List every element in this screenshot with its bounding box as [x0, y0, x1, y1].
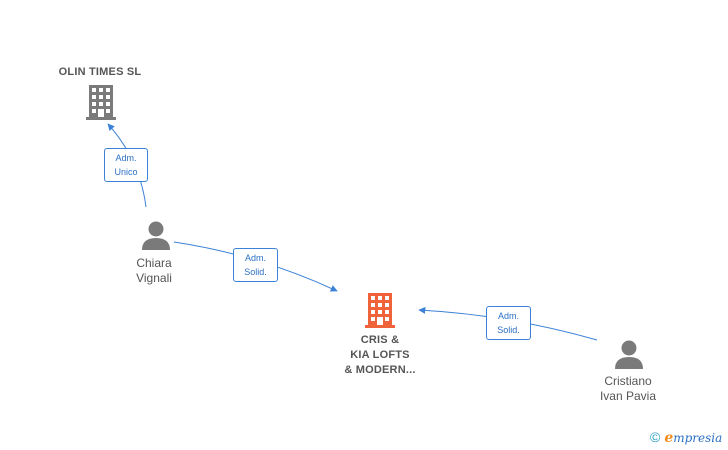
role-label: Adm.	[497, 311, 519, 321]
person-name-line2: Vignali	[136, 271, 172, 285]
role-detail: Solid.	[497, 325, 520, 335]
person-icon[interactable]	[613, 339, 645, 369]
person-name-line2: Ivan Pavia	[599, 389, 657, 403]
person-label-chiara[interactable]: Chiara Vignali	[104, 256, 204, 286]
company-name-olin-times: OLIN TIMES SL	[58, 66, 142, 78]
role-label: Adm.	[115, 153, 137, 163]
company-name-line3: & MODERN...	[344, 364, 416, 376]
person-label-cristiano[interactable]: Cristiano Ivan Pavia	[578, 374, 678, 404]
company-name-line2: KIA LOFTS	[350, 349, 410, 361]
edge-label-chiara-olin: Adm. Unico	[104, 148, 148, 182]
building-icon-main[interactable]	[363, 292, 397, 328]
person-name-line1: Chiara	[136, 256, 172, 270]
brand-footer[interactable]: ©empresia	[650, 429, 722, 446]
edge-label-cristiano-cris: Adm. Solid.	[486, 306, 531, 340]
company-label-olin-times[interactable]: OLIN TIMES SL	[40, 65, 160, 80]
brand-logo-initial: e	[664, 430, 674, 446]
company-label-cris-kia[interactable]: CRIS & KIA LOFTS & MODERN...	[320, 333, 440, 378]
role-detail: Unico	[114, 167, 138, 177]
brand-logo-text: mpresia	[673, 431, 723, 445]
person-icon[interactable]	[140, 220, 172, 250]
company-name-line1: CRIS &	[360, 334, 400, 346]
person-name-line1: Cristiano	[604, 374, 652, 388]
building-icon[interactable]	[84, 84, 118, 120]
copyright-icon: ©	[650, 429, 661, 445]
role-detail: Solid.	[244, 267, 267, 277]
edge-label-chiara-cris: Adm. Solid.	[233, 248, 278, 282]
role-label: Adm.	[244, 253, 266, 263]
